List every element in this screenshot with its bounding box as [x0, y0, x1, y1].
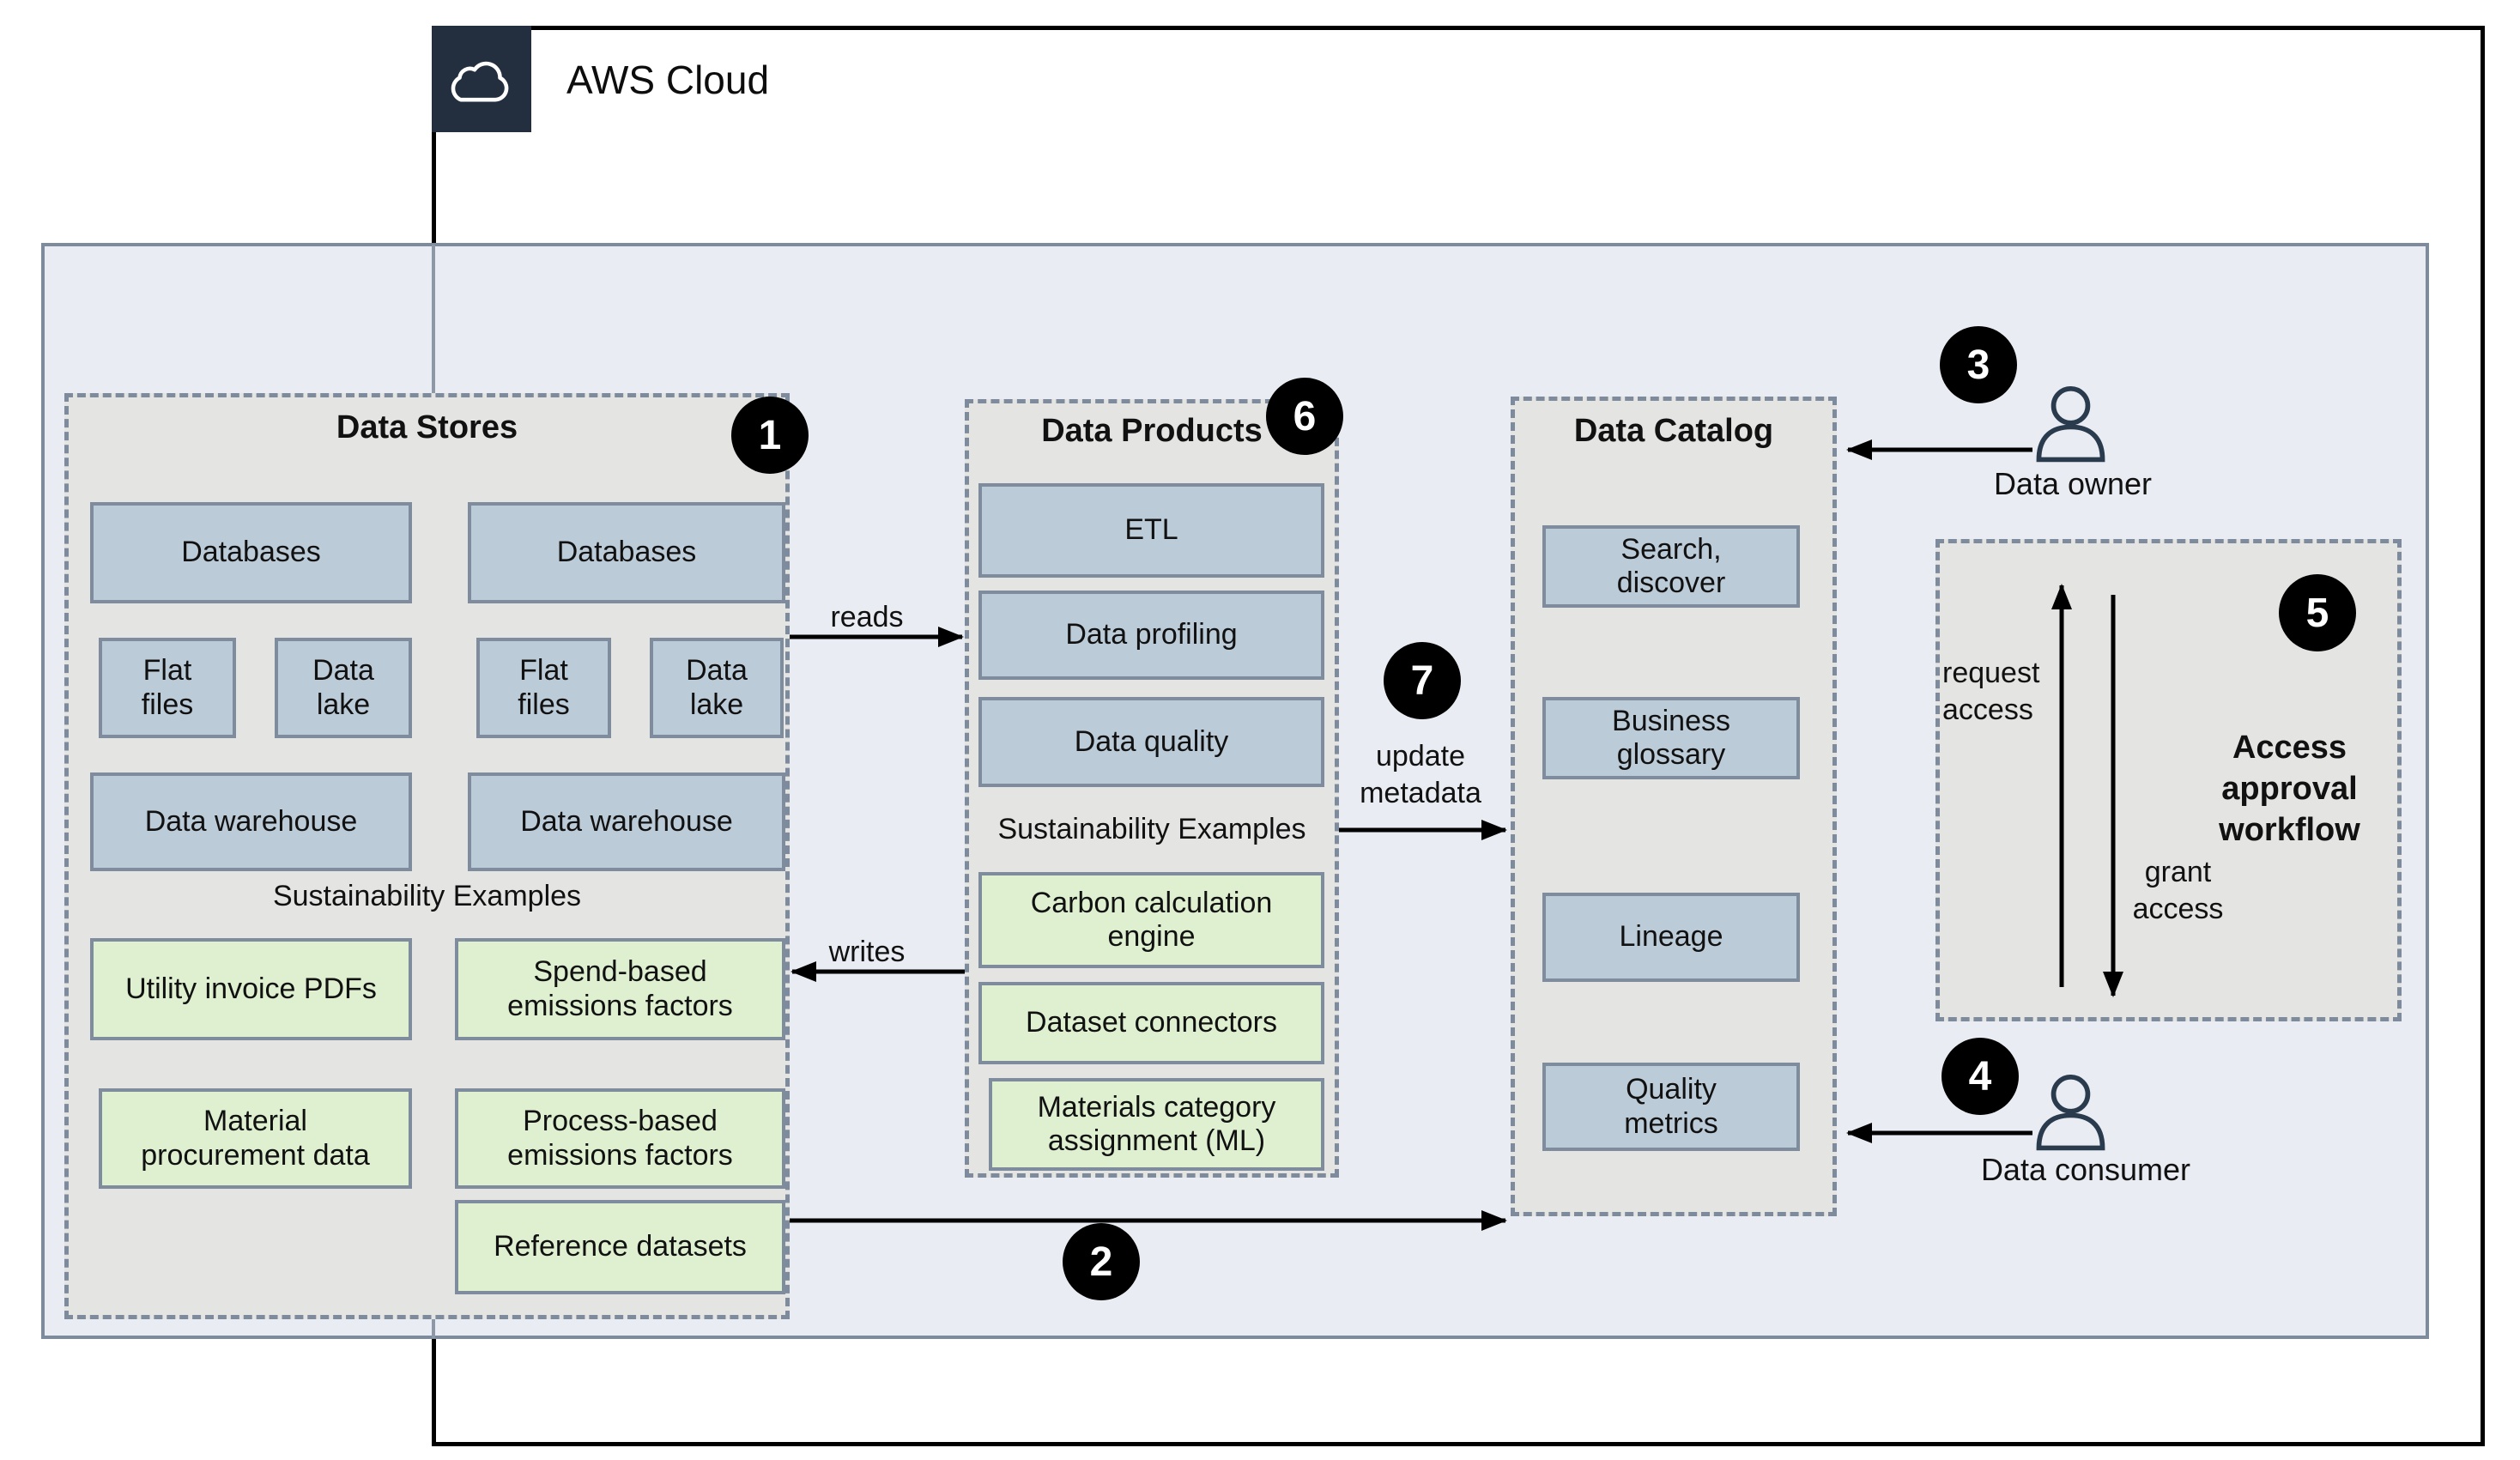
badge-7: 7	[1384, 642, 1461, 719]
writes-label: writes	[828, 936, 906, 968]
node-databases-left: Databases	[90, 502, 412, 603]
node-carbon-calculation-engine: Carbon calculation engine	[978, 872, 1324, 968]
grant-access-label: grant access	[2132, 856, 2224, 925]
node-data-profiling: Data profiling	[978, 591, 1324, 680]
badge-5: 5	[2279, 574, 2356, 651]
node-dataset-connectors: Dataset connectors	[978, 982, 1324, 1064]
node-process-based-emissions: Process-based emissions factors	[455, 1088, 785, 1189]
badge-3: 3	[1940, 326, 2017, 403]
node-material-procurement: Material procurement data	[99, 1088, 412, 1189]
node-flat-files-right: Flat files	[476, 638, 611, 738]
node-materials-category-ml: Materials category assignment (ML)	[989, 1078, 1324, 1171]
data-catalog-title: Data Catalog	[1573, 413, 1774, 449]
node-utility-invoice-pdfs: Utility invoice PDFs	[90, 938, 412, 1040]
node-business-glossary: Business glossary	[1542, 697, 1800, 779]
data-owner-label: Data owner	[1993, 466, 2153, 501]
stores-sustainability-label: Sustainability Examples	[272, 880, 582, 912]
aws-cloud-icon	[432, 26, 531, 132]
badge-6: 6	[1266, 378, 1343, 455]
update-metadata-label: update metadata	[1360, 740, 1481, 809]
node-search-discover: Search, discover	[1542, 525, 1800, 608]
reads-label: reads	[830, 601, 904, 633]
node-data-lake-left: Data lake	[275, 638, 412, 738]
node-databases-right: Databases	[468, 502, 785, 603]
badge-1: 1	[731, 397, 809, 474]
node-reference-datasets: Reference datasets	[455, 1200, 785, 1294]
node-data-quality: Data quality	[978, 697, 1324, 787]
cloud-glyph	[451, 61, 509, 102]
person-icon	[2030, 385, 2111, 467]
node-spend-based-emissions: Spend-based emissions factors	[455, 938, 785, 1040]
request-access-label: request access	[1942, 657, 2040, 726]
access-approval-workflow-title: Access approval workflow	[2219, 730, 2360, 848]
aws-cloud-title: AWS Cloud	[566, 58, 770, 102]
data-products-title: Data Products	[1041, 413, 1263, 449]
node-etl: ETL	[978, 483, 1324, 578]
badge-4: 4	[1941, 1038, 2019, 1115]
node-lineage: Lineage	[1542, 893, 1800, 982]
badge-2: 2	[1063, 1223, 1140, 1300]
node-data-lake-right: Data lake	[650, 638, 784, 738]
person-icon	[2030, 1074, 2111, 1155]
products-sustainability-label: Sustainability Examples	[997, 813, 1306, 845]
node-data-warehouse-right: Data warehouse	[468, 772, 785, 871]
node-flat-files-left: Flat files	[99, 638, 236, 738]
data-consumer-label: Data consumer	[1980, 1152, 2191, 1187]
node-quality-metrics: Quality metrics	[1542, 1063, 1800, 1151]
node-data-warehouse-left: Data warehouse	[90, 772, 412, 871]
data-stores-title: Data Stores	[336, 409, 518, 445]
